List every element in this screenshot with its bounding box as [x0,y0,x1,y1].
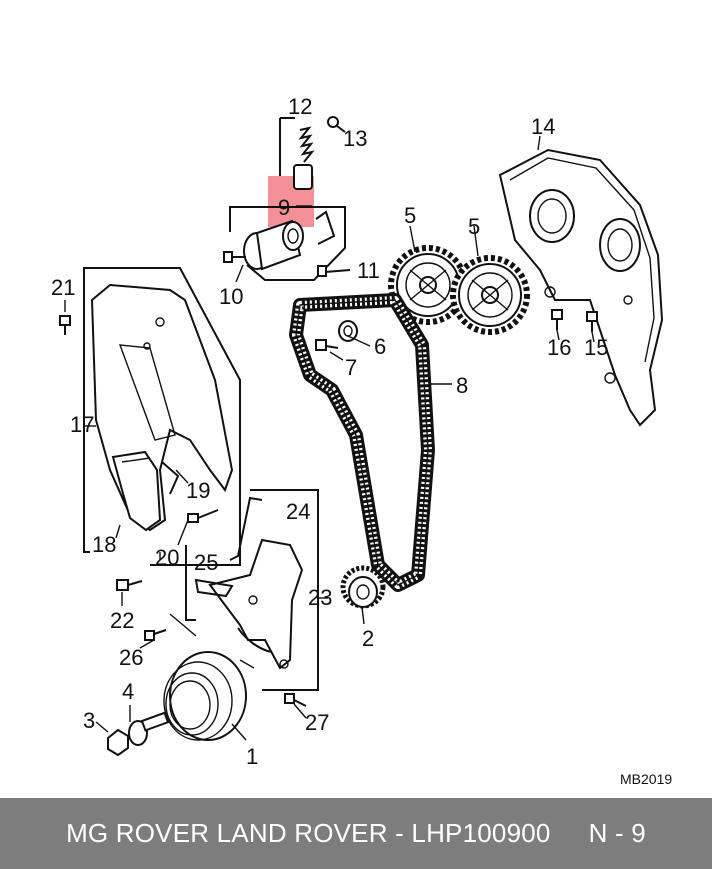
callout-14: 14 [531,114,555,139]
callout-17: 17 [70,412,94,437]
callout-7: 7 [345,355,357,380]
rear-cover-14 [498,148,664,427]
callout-12: 12 [288,94,312,119]
callout-4: 4 [122,679,134,704]
callout-21: 21 [51,275,75,300]
bolt-11 [317,265,351,277]
footer-position: N - 9 [588,818,646,848]
callout-5b: 5 [468,214,480,239]
gasket-24 [229,496,263,561]
callout-1: 1 [246,744,258,769]
callout-5a: 5 [404,203,416,228]
bolt-21 [59,315,71,335]
diagram-reference: MB2019 [620,771,672,787]
callout-18: 18 [92,532,116,557]
seal-18 [111,450,162,532]
footer-bar: MG ROVER LAND ROVER - LHP100900 N - 9 [0,798,712,869]
callout-2: 2 [362,626,374,651]
callout-9: 9 [278,195,290,220]
bolt-27 [284,693,307,707]
callout-15: 15 [584,335,608,360]
upper-front-cover-17 [83,267,241,566]
tensioner-assembly [223,206,346,281]
gasket-25 [194,578,273,669]
callout-23: 23 [308,585,332,610]
bolt-15 [586,311,598,332]
clip-19 [161,461,180,495]
timing-belt-8 [289,293,435,592]
bolt-7 [315,339,339,351]
bolt-20 [187,509,219,523]
callout-3: 3 [83,708,95,733]
callout-16: 16 [547,335,571,360]
callout-13: 13 [343,126,367,151]
bolt-22 [116,579,143,591]
callout-22: 22 [110,608,134,633]
callout-25: 25 [194,550,218,575]
crankshaft-sprocket-2 [340,565,386,609]
callout-10: 10 [219,284,243,309]
bolt-3 [107,711,170,757]
lower-cover-23 [185,489,319,691]
timing-belt-exploded-diagram: 12 13 9 10 11 14 5 5 6 7 8 16 15 21 17 1… [51,94,672,787]
callout-27: 27 [305,710,329,735]
bolt-13 [327,116,346,133]
callout-20: 20 [155,545,179,570]
callout-11: 11 [357,258,380,283]
callout-8: 8 [456,373,468,398]
callout-19: 19 [186,478,210,503]
footer-brand: MG ROVER LAND ROVER - LHP100900 [66,818,551,848]
leader-lines [64,135,595,741]
washer-4 [128,720,148,746]
callout-6: 6 [374,334,386,359]
crankshaft-pulley-1 [163,651,247,741]
tensioner-spring-12 [279,117,315,190]
washer-6 [338,320,358,342]
callout-24: 24 [286,499,310,524]
callout-26: 26 [119,645,143,670]
camshaft-pulley-5b [450,255,530,335]
bolt-16 [551,309,563,330]
bolt-26 [144,629,167,641]
